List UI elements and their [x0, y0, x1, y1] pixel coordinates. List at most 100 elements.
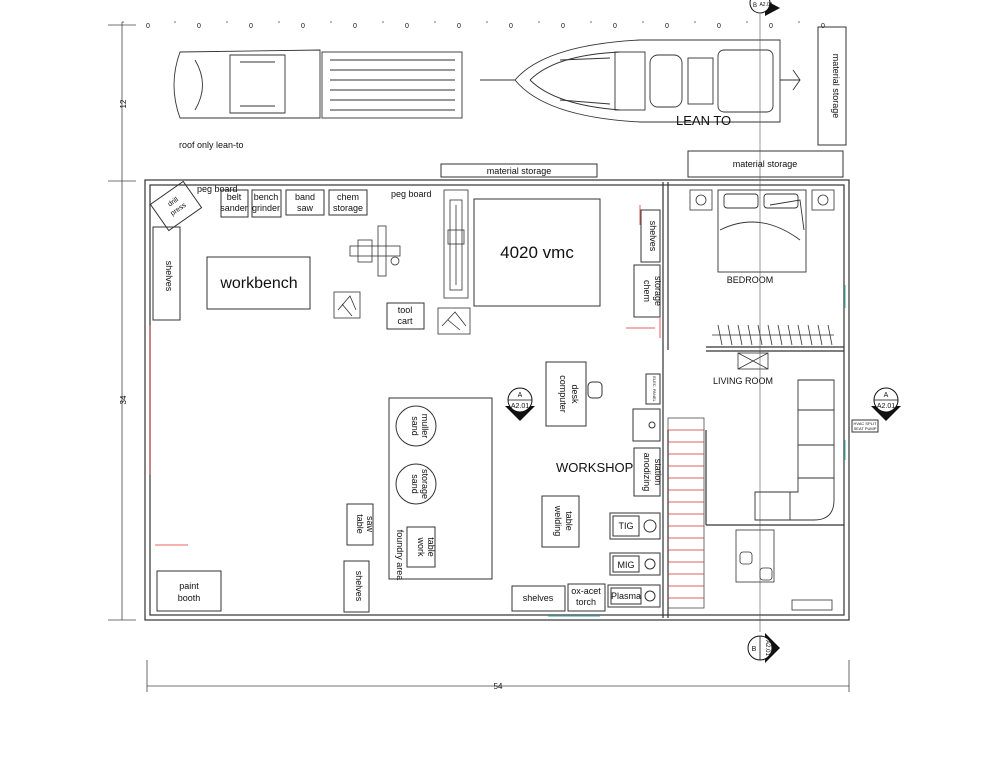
svg-text:TIG: TIG	[619, 521, 634, 531]
section-marker-a-left: A A2.01	[505, 387, 535, 421]
svg-text:muller: muller	[420, 414, 430, 439]
lean-to-label: LEAN TO	[676, 113, 731, 128]
svg-text:storage: storage	[420, 469, 430, 499]
svg-text:tool: tool	[398, 305, 413, 315]
svg-text:saw: saw	[365, 516, 375, 533]
svg-text:B: B	[752, 646, 757, 653]
workshop-label: WORKSHOP	[556, 460, 633, 475]
svg-text:A2.01: A2.01	[764, 640, 770, 656]
pickup-truck-icon	[173, 49, 463, 119]
material-storage-top: material storage	[440, 163, 598, 178]
electrical-panel: ELEC. PANEL	[645, 373, 661, 405]
boat-icon	[480, 39, 801, 123]
svg-text:table: table	[564, 511, 574, 531]
machine-stand-icon	[333, 291, 471, 335]
svg-text:sand: sand	[410, 416, 420, 436]
closet-hangers-icon	[712, 324, 834, 346]
svg-text:A: A	[884, 392, 889, 399]
dining-table-icon	[735, 529, 833, 611]
svg-text:table: table	[355, 514, 365, 534]
svg-text:shelves: shelves	[523, 593, 554, 603]
svg-text:A2.01: A2.01	[511, 403, 529, 410]
lathe-icon	[349, 225, 401, 277]
svg-text:ELEC. PANEL: ELEC. PANEL	[652, 376, 657, 402]
svg-text:ox-acet: ox-acet	[571, 586, 601, 596]
svg-text:foundry area: foundry area	[395, 530, 405, 581]
mill-machine-icon	[443, 189, 469, 299]
material-storage-right: material storage	[687, 150, 844, 178]
svg-text:A: A	[518, 392, 523, 399]
svg-text:MIG: MIG	[618, 560, 635, 570]
svg-text:work: work	[416, 536, 426, 557]
bedroom-label: BEDROOM	[727, 275, 774, 285]
svg-text:shelves: shelves	[164, 261, 174, 292]
svg-text:welding: welding	[553, 505, 563, 537]
grid-tick: 0	[457, 23, 461, 30]
svg-text:shelves: shelves	[648, 221, 658, 252]
bench-grinder: bench grinder	[251, 189, 282, 218]
grid-tick: 0	[353, 23, 357, 30]
grid-tick: 0	[613, 23, 617, 30]
computer-desk: computer desk	[545, 361, 603, 427]
bed-icon	[717, 189, 807, 273]
svg-text:desk: desk	[570, 384, 580, 404]
svg-text:band: band	[295, 192, 315, 202]
svg-text:chem: chem	[337, 192, 359, 202]
svg-text:material storage: material storage	[733, 159, 798, 169]
roof-only-lean-to-label: roof only lean-to	[179, 140, 244, 150]
workbench: workbench	[206, 256, 311, 310]
peg-board-label-2: peg board	[391, 189, 432, 199]
shelves-bottom-left: shelves	[343, 560, 370, 613]
grid-tick: 0	[301, 23, 305, 30]
svg-text:station: station	[653, 459, 663, 486]
sectional-sofa-icon	[754, 379, 835, 521]
sink-icon	[632, 408, 661, 442]
svg-text:workbench: workbench	[219, 275, 297, 292]
window-marks	[548, 285, 846, 617]
svg-text:storage: storage	[333, 203, 363, 213]
dimension-bottom: 54	[494, 682, 503, 691]
svg-text:cart: cart	[397, 316, 413, 326]
grid-tick: 0	[717, 23, 721, 30]
chem-storage-top: chem storage	[328, 189, 368, 216]
staircase	[667, 417, 705, 609]
table-saw: table saw	[346, 503, 375, 546]
grid-tick: 0	[769, 23, 773, 30]
anodizing-station: anodizing station	[633, 447, 663, 497]
svg-text:saw: saw	[297, 203, 314, 213]
mig-welder: MIG	[609, 552, 661, 576]
dimension-left: 34	[119, 395, 128, 404]
svg-text:paint: paint	[179, 581, 199, 591]
dimension-top: 12	[119, 99, 128, 108]
vmc-4020: 4020 vmc	[473, 198, 601, 307]
chem-storage-right: chem storage	[633, 264, 663, 318]
svg-text:material storage: material storage	[831, 54, 841, 119]
shelves-bottom: shelves	[511, 585, 566, 612]
grid-tick: 0	[197, 23, 201, 30]
svg-text:chem: chem	[642, 280, 652, 302]
grid-tick: 0	[509, 23, 513, 30]
svg-text:shelves: shelves	[354, 571, 364, 602]
svg-text:B: B	[753, 3, 757, 9]
svg-text:material storage: material storage	[487, 166, 552, 176]
svg-text:booth: booth	[178, 593, 201, 603]
svg-text:4020 vmc: 4020 vmc	[500, 243, 574, 262]
welding-table: welding table	[541, 495, 580, 548]
svg-text:table: table	[426, 537, 436, 557]
svg-text:sand: sand	[410, 474, 420, 494]
section-marker-b-top: B A2.01	[749, 0, 780, 16]
belt-sander: belt sander	[220, 189, 249, 218]
svg-text:SEAT PUMP: SEAT PUMP	[854, 426, 877, 431]
ox-acet-torch: ox-acet torch	[567, 583, 606, 612]
dimension-lines	[108, 21, 850, 692]
tool-cart: tool cart	[386, 302, 425, 330]
svg-text:grinder: grinder	[252, 203, 280, 213]
svg-text:torch: torch	[576, 597, 596, 607]
svg-text:anodizing: anodizing	[642, 453, 652, 492]
section-marker-b-bottom: B A2.01	[747, 633, 780, 663]
hvac-unit-icon	[737, 352, 769, 370]
wall-openings	[149, 205, 661, 546]
living-room-label: LIVING ROOM	[713, 376, 773, 386]
band-saw: band saw	[285, 189, 325, 216]
